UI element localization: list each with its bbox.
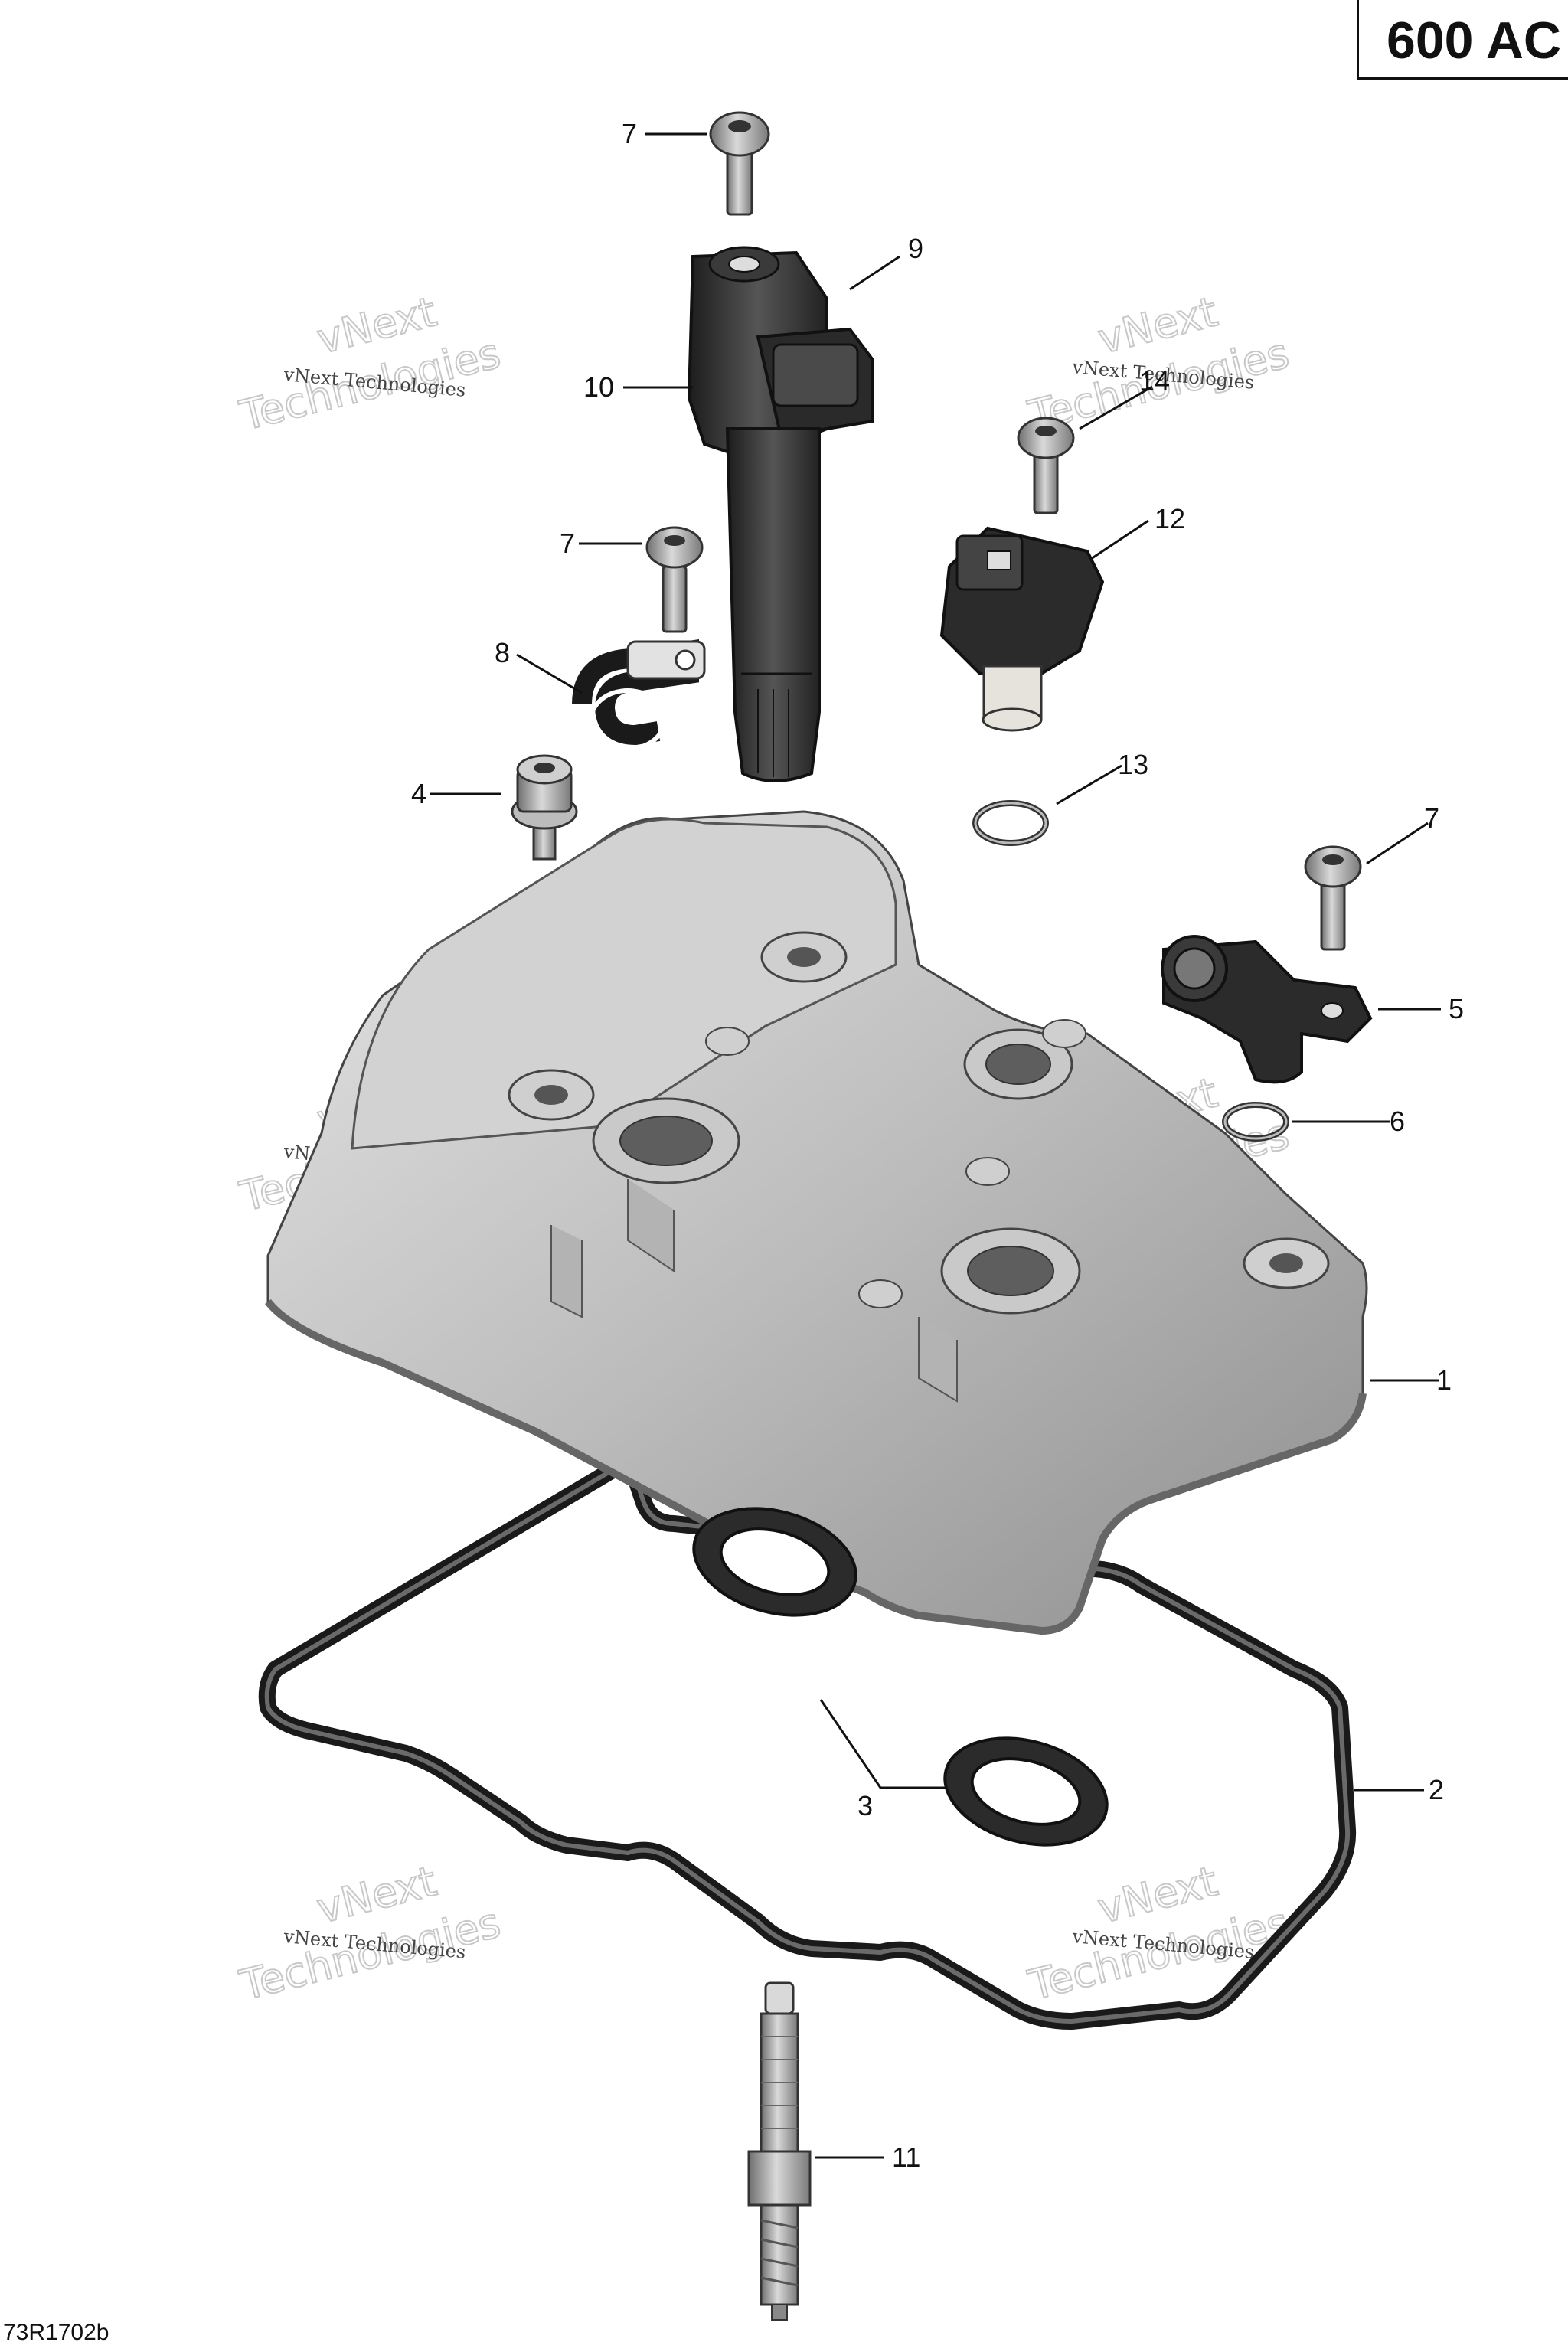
model-title: 600 AC bbox=[1387, 11, 1562, 70]
valve-cover-gasket bbox=[258, 1459, 1357, 2030]
screw-sensor bbox=[1017, 416, 1075, 514]
callout-11: 11 bbox=[892, 2141, 920, 2173]
callout-3: 3 bbox=[858, 1790, 873, 1821]
sensor-housing bbox=[1161, 935, 1373, 1084]
watermark-top-left: vNext Technologies vNext Technologies bbox=[234, 286, 506, 441]
callout-7-right: 7 bbox=[1424, 802, 1439, 834]
watermark-top-right: vNext Technologies vNext Technologies bbox=[1023, 286, 1295, 441]
callout-12: 12 bbox=[1155, 503, 1185, 534]
callout-4: 4 bbox=[411, 778, 426, 809]
callout-14: 14 bbox=[1139, 365, 1170, 397]
callout-7-top: 7 bbox=[622, 118, 637, 149]
spark-plug-well-seal-upper bbox=[692, 1507, 858, 1617]
spark-plug-well-seal-lower bbox=[943, 1736, 1109, 1847]
screw-middle-left bbox=[645, 526, 704, 633]
screw-right bbox=[1304, 845, 1362, 951]
camshaft-position-sensor bbox=[939, 526, 1105, 732]
callout-1: 1 bbox=[1436, 1364, 1452, 1396]
ignition-coil-boot bbox=[725, 427, 821, 782]
watermark-bottom-left: vNext Technologies vNext Technologies bbox=[234, 1856, 506, 2011]
valve-cover bbox=[265, 810, 1368, 1635]
ignition-coil bbox=[687, 246, 874, 462]
o-ring-lower bbox=[1222, 1102, 1289, 1142]
callout-2: 2 bbox=[1429, 1774, 1444, 1805]
callout-6: 6 bbox=[1390, 1106, 1405, 1137]
callout-13: 13 bbox=[1118, 749, 1148, 780]
clamp bbox=[572, 639, 706, 751]
callout-10: 10 bbox=[583, 371, 614, 403]
callout-7-middle: 7 bbox=[560, 528, 575, 559]
watermark-bottom-right: vNext Technologies vNext Technologies bbox=[1023, 1856, 1295, 2011]
callout-9: 9 bbox=[908, 233, 923, 264]
shoulder-screw bbox=[511, 754, 578, 861]
callout-5: 5 bbox=[1449, 993, 1464, 1024]
illustration-reference-code: 73R1702b bbox=[3, 2320, 109, 2345]
screw-top bbox=[709, 111, 770, 216]
callout-labels: 7 9 10 14 12 7 8 13 4 7 5 6 1 3 2 11 bbox=[411, 118, 1464, 2173]
o-ring-upper bbox=[972, 800, 1049, 846]
spark-plug bbox=[747, 1981, 812, 2321]
model-title-box: 600 AC bbox=[1357, 0, 1568, 80]
callout-8: 8 bbox=[495, 637, 510, 668]
leader-lines bbox=[430, 132, 1441, 2159]
